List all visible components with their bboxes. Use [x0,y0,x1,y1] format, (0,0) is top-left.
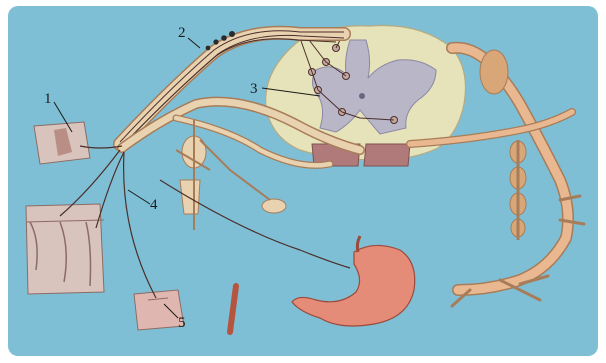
central-canal [359,93,365,99]
label-3: 3 [250,82,258,97]
label-1: 1 [44,92,52,107]
label-2: 2 [178,26,186,41]
label-5: 5 [178,316,186,331]
skin-receptor-top [34,122,90,164]
skin-receptor-bottom [134,290,184,330]
label-4: 4 [150,198,158,213]
skin-receptor-middle [26,204,104,294]
ventral-root-right [364,144,410,166]
